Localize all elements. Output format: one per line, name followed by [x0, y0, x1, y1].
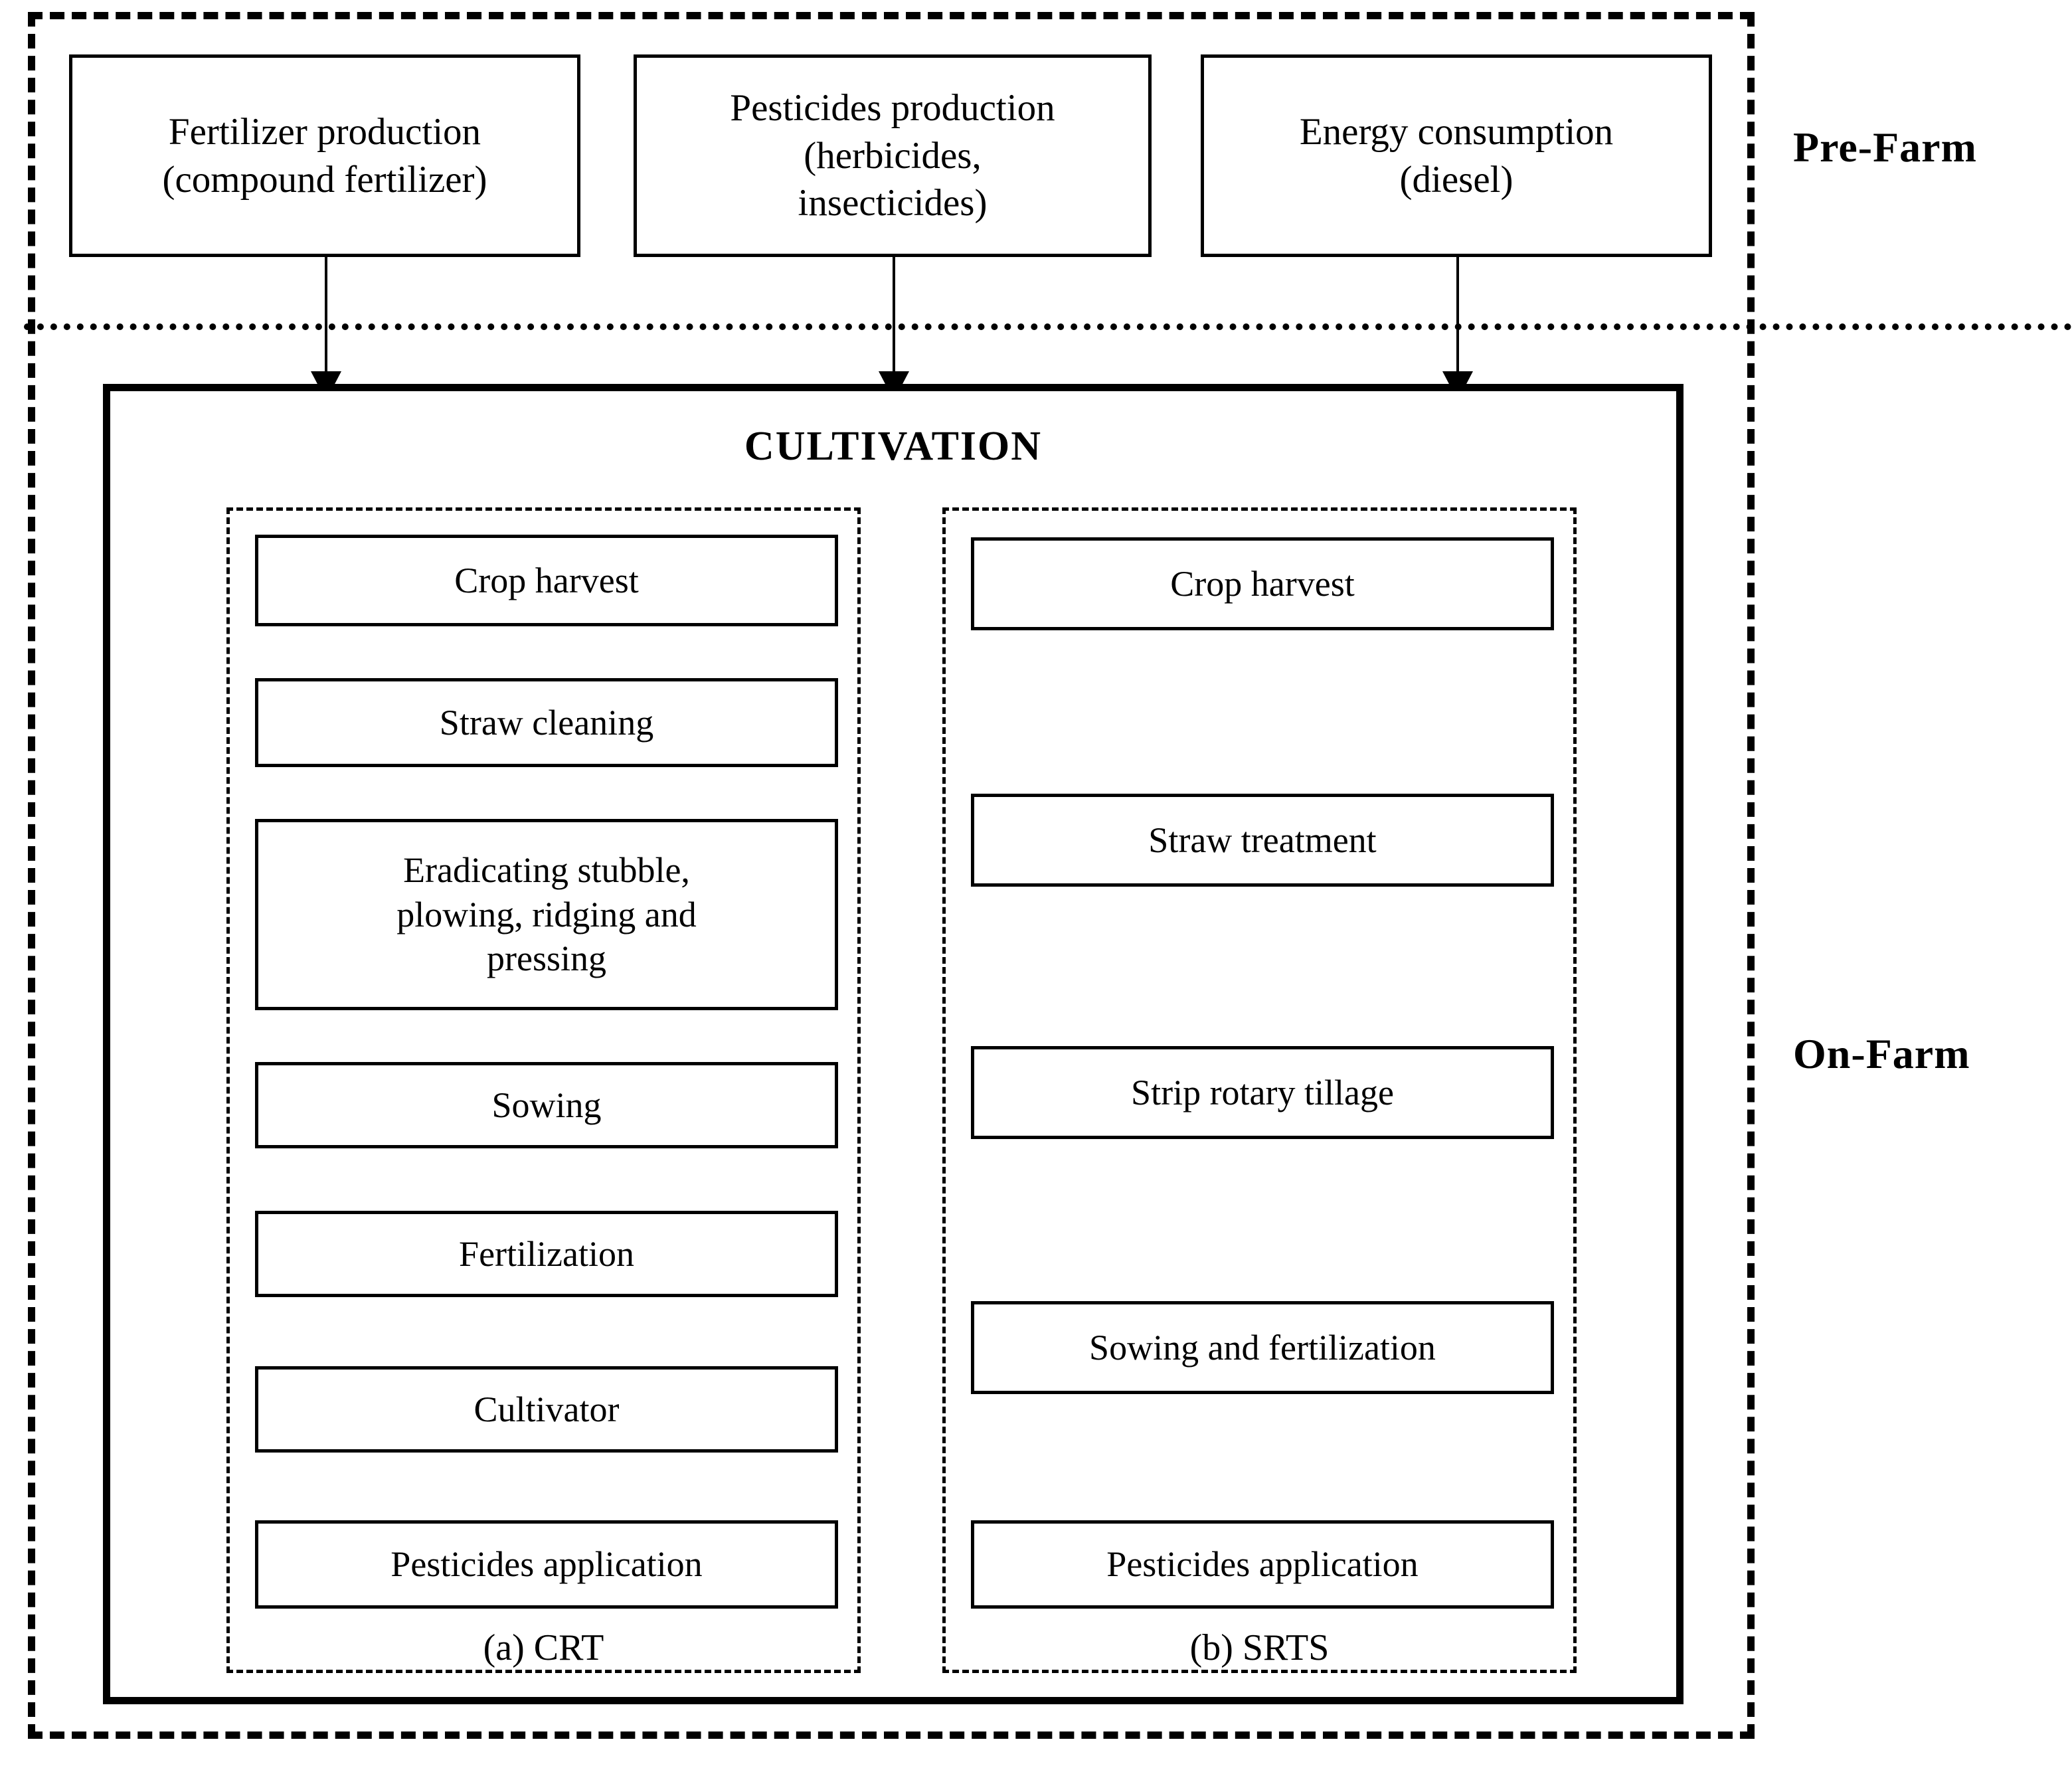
- scenario-caption-crt: (a) CRT: [483, 1627, 604, 1668]
- stage-label-pre-farm: Pre-Farm: [1793, 124, 1977, 171]
- process-box-crt-eradicating-stubble-label: Eradicating stubble, plowing, ridging an…: [396, 849, 697, 979]
- process-box-srts-strip-rotary-tillage: Strip rotary tillage: [971, 1046, 1554, 1139]
- input-box-fertilizer-production: Fertilizer production (compound fertiliz…: [69, 54, 580, 257]
- process-box-crt-straw-cleaning-label: Straw cleaning: [439, 702, 654, 743]
- scenario-caption-srts: (b) SRTS: [1189, 1627, 1330, 1668]
- cultivation-title: CULTIVATION: [744, 424, 1043, 469]
- process-box-crt-cultivator: Cultivator: [255, 1366, 838, 1453]
- pre-farm-on-farm-divider: [24, 323, 2072, 330]
- process-box-crt-sowing: Sowing: [255, 1062, 838, 1148]
- connector-line-energy: [1456, 257, 1459, 377]
- cultivation-box: CULTIVATION Crop harvest Straw cleaning …: [103, 384, 1684, 1704]
- input-box-energy-consumption: Energy consumption (diesel): [1201, 54, 1712, 257]
- input-box-pesticides-production: Pesticides production (herbicides, insec…: [634, 54, 1152, 257]
- input-box-energy-consumption-label: Energy consumption (diesel): [1299, 110, 1614, 201]
- process-box-srts-sowing-and-fertilization: Sowing and fertilization: [971, 1301, 1554, 1394]
- process-box-srts-strip-rotary-tillage-label: Strip rotary tillage: [1131, 1072, 1394, 1112]
- process-box-srts-crop-harvest: Crop harvest: [971, 537, 1554, 630]
- connector-line-fertilizer: [325, 257, 327, 377]
- process-box-crt-fertilization-label: Fertilization: [459, 1233, 634, 1274]
- process-box-srts-crop-harvest-label: Crop harvest: [1170, 563, 1355, 604]
- stage-label-on-farm: On-Farm: [1793, 1030, 1970, 1077]
- scenario-column-srts: Crop harvest Straw treatment Strip rotar…: [942, 507, 1577, 1673]
- process-box-crt-sowing-label: Sowing: [491, 1085, 602, 1125]
- process-box-srts-straw-treatment: Straw treatment: [971, 794, 1554, 887]
- process-box-crt-eradicating-stubble: Eradicating stubble, plowing, ridging an…: [255, 819, 838, 1010]
- process-box-srts-sowing-and-fertilization-label: Sowing and fertilization: [1089, 1327, 1436, 1368]
- process-box-srts-pesticides-application-label: Pesticides application: [1106, 1544, 1419, 1585]
- process-box-crt-crop-harvest: Crop harvest: [255, 535, 838, 626]
- system-boundary-outline: [28, 12, 1755, 1739]
- process-box-crt-straw-cleaning: Straw cleaning: [255, 678, 838, 767]
- input-box-pesticides-production-label: Pesticides production (herbicides, insec…: [730, 86, 1055, 224]
- process-box-crt-fertilization: Fertilization: [255, 1211, 838, 1297]
- process-box-crt-cultivator-label: Cultivator: [474, 1389, 620, 1429]
- process-box-srts-pesticides-application: Pesticides application: [971, 1520, 1554, 1609]
- process-box-crt-crop-harvest-label: Crop harvest: [454, 560, 639, 600]
- scenario-column-crt: Crop harvest Straw cleaning Eradicating …: [226, 507, 861, 1673]
- process-box-crt-pesticides-application-label: Pesticides application: [390, 1544, 703, 1585]
- process-box-crt-pesticides-application: Pesticides application: [255, 1520, 838, 1609]
- process-box-srts-straw-treatment-label: Straw treatment: [1148, 820, 1377, 860]
- connector-line-pesticides: [893, 257, 895, 377]
- input-box-fertilizer-production-label: Fertilizer production (compound fertiliz…: [162, 110, 487, 201]
